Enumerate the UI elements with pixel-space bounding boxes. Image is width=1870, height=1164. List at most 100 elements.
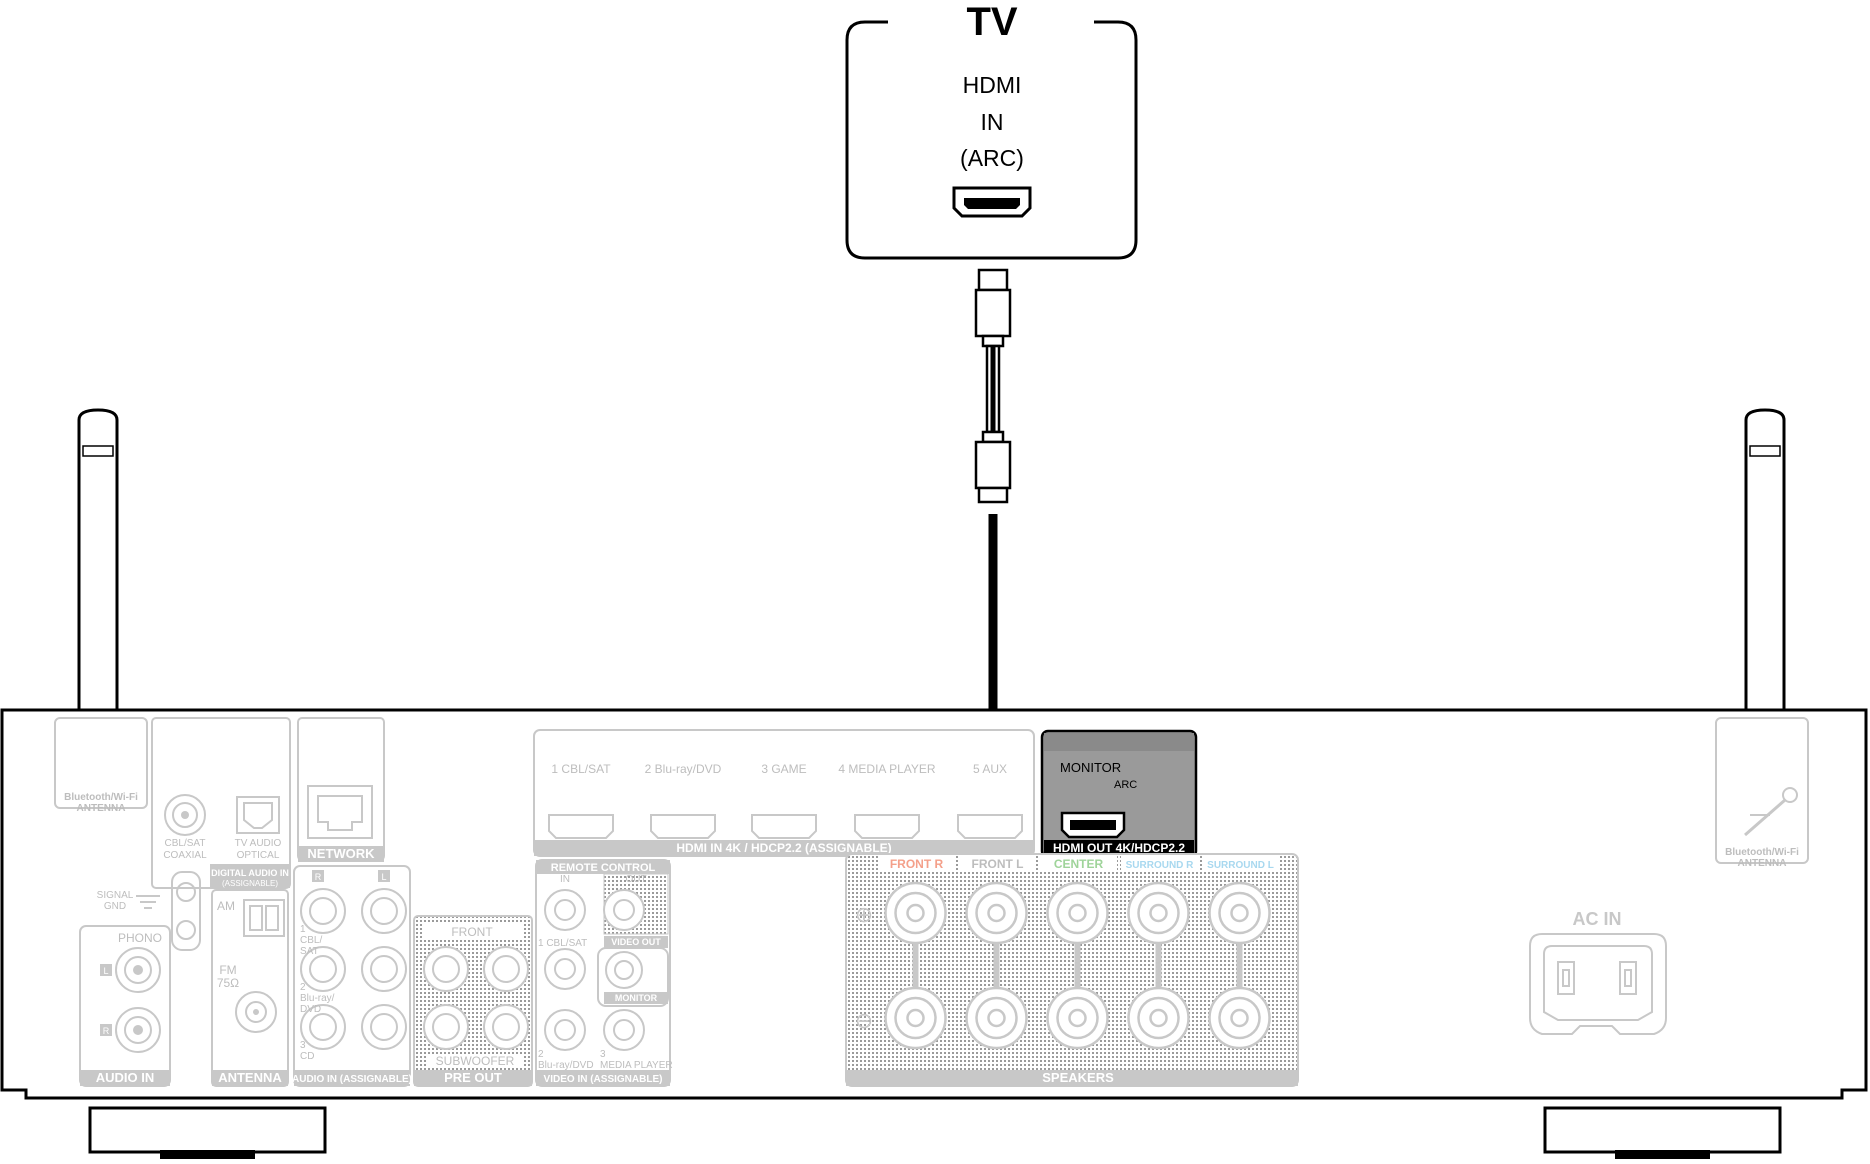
fm-antenna-jack bbox=[235, 991, 277, 1033]
audio-in-jacks bbox=[300, 888, 407, 1050]
speaker-channel-label-1: FRONT R bbox=[890, 857, 944, 871]
audio-in-assignable-label: AUDIO IN (ASSIGNABLE) bbox=[292, 1074, 412, 1085]
subwoofer-label: SUBWOOFER bbox=[436, 1054, 515, 1068]
audio-in-label: AUDIO IN bbox=[96, 1070, 155, 1085]
hdmi-in-section: 1 CBL/SAT 2 Blu-ray/DVD 3 GAME 4 MEDIA P… bbox=[533, 729, 1035, 857]
tv-title: TV bbox=[966, 0, 1017, 44]
phono-l-label: L bbox=[103, 966, 108, 976]
ground-icon bbox=[136, 895, 160, 909]
audio-in-r-label: R bbox=[315, 872, 322, 882]
network-label: NETWORK bbox=[307, 846, 375, 861]
speaker-terminal-3-plus bbox=[1046, 881, 1109, 945]
digital-audio-in-label: DIGITAL AUDIO IN bbox=[211, 868, 289, 878]
phono-label: PHONO bbox=[118, 931, 162, 945]
video-in-2-3-jacks bbox=[544, 1009, 645, 1051]
speaker-tag-bg-5 bbox=[1202, 856, 1279, 872]
tv-port-label-line1: HDMI bbox=[963, 72, 1022, 98]
phono-r-jack bbox=[115, 1007, 161, 1053]
speaker-tag-bg-1 bbox=[878, 856, 955, 872]
optical-jack bbox=[236, 796, 280, 834]
tv-hdmi-in-port bbox=[952, 186, 1032, 218]
coaxial-label-top: CBL/SAT bbox=[165, 838, 206, 849]
antenna-label: ANTENNA bbox=[218, 1070, 282, 1085]
ethernet-port bbox=[307, 785, 373, 839]
speaker-terminal-1-minus bbox=[884, 986, 947, 1050]
hdmi-in-port-label-5: 5 AUX bbox=[973, 762, 1007, 776]
hdmi-in-port-label-2: 2 Blu-ray/DVD bbox=[645, 762, 722, 776]
power-inlet-icon bbox=[1529, 933, 1667, 1035]
hdmi-out-arc-label: ARC bbox=[1114, 779, 1137, 791]
wifi-antenna-icon bbox=[1744, 787, 1798, 837]
speaker-terminal-5-plus bbox=[1208, 881, 1271, 945]
remote-in-label: IN bbox=[560, 874, 570, 885]
remote-jacks bbox=[544, 889, 645, 931]
hdmi-out-monitor-label: MONITOR bbox=[1060, 760, 1121, 775]
remote-video-section: REMOTE CONTROL IN OUT 1 CBL/SAT VIDEO OU… bbox=[535, 859, 673, 1087]
ac-in-label: AC IN bbox=[1573, 909, 1622, 929]
speaker-channel-label-4: SURROUND R bbox=[1126, 860, 1195, 871]
speaker-tag-bg-4 bbox=[1121, 856, 1198, 872]
hdmi-out-section: MONITOR ARC HDMI OUT 4K/HDCP2.2 bbox=[1040, 729, 1198, 859]
speakers-label: SPEAKERS bbox=[1042, 1070, 1114, 1085]
coaxial-jack bbox=[164, 794, 206, 836]
hdmi-in-ports bbox=[548, 814, 1023, 839]
remote-out-label: OUT bbox=[625, 874, 646, 885]
hdmi-in-port-label-3: 3 GAME bbox=[761, 762, 806, 776]
optical-label-top: TV AUDIO bbox=[235, 838, 282, 849]
monitor-video-out-jack: MONITOR bbox=[597, 947, 669, 1007]
hdmi-in-label: HDMI IN 4K / HDCP2.2 (ASSIGNABLE) bbox=[676, 841, 891, 855]
speaker-terminal-3-minus bbox=[1046, 986, 1109, 1050]
pre-out-section: FRONT SUBWOOFER PRE OUT bbox=[413, 915, 533, 1087]
hdmi-in-port-label-1: 1 CBL/SAT bbox=[551, 762, 611, 776]
video-in-1-jack bbox=[544, 948, 586, 990]
optical-label-bottom: OPTICAL bbox=[237, 850, 280, 861]
phono-l-jack bbox=[115, 947, 161, 993]
tv-device: TV HDMI IN (ARC) bbox=[845, 0, 1138, 260]
pre-out-label: PRE OUT bbox=[444, 1070, 502, 1085]
network-section: NETWORK bbox=[297, 717, 385, 862]
pre-out-front-label: FRONT bbox=[451, 925, 493, 939]
video-in-assignable-label: VIDEO IN (ASSIGNABLE) bbox=[544, 1074, 663, 1085]
remote-control-label: REMOTE CONTROL bbox=[551, 862, 656, 874]
video-in-1-label: 1 CBL/SAT bbox=[538, 938, 587, 949]
digital-assignable-label: (ASSIGNABLE) bbox=[222, 879, 278, 888]
digital-audio-in-section: CBL/SAT COAXIAL TV AUDIO OPTICAL DIGITAL… bbox=[151, 717, 291, 889]
monitor-label: MONITOR bbox=[615, 993, 658, 1003]
tv-port-label-line2: IN bbox=[981, 109, 1004, 135]
speaker-terminal-4-plus bbox=[1127, 881, 1190, 945]
speaker-terminal-2-plus bbox=[965, 881, 1028, 945]
hdmi-out-port bbox=[1060, 811, 1126, 839]
speaker-channel-label-5: SURROUND L bbox=[1207, 860, 1274, 871]
speaker-tag-bg-2 bbox=[959, 856, 1036, 872]
pre-out-jacks bbox=[423, 946, 529, 1050]
antenna-right bbox=[1744, 408, 1786, 720]
ac-in-section: AC IN bbox=[1529, 909, 1667, 1035]
phono-r-label: R bbox=[103, 1026, 110, 1036]
coaxial-label-bottom: COAXIAL bbox=[163, 850, 207, 861]
antenna-left bbox=[77, 408, 119, 720]
speaker-channel-label-2: FRONT L bbox=[972, 857, 1024, 871]
minus-icon: ⊖ bbox=[855, 1008, 873, 1033]
speaker-terminals bbox=[884, 881, 1271, 1050]
audio-in-l-label: L bbox=[381, 872, 386, 882]
tv-port-label-line3: (ARC) bbox=[960, 145, 1024, 171]
hdmi-in-port-label-4: 4 MEDIA PLAYER bbox=[838, 762, 935, 776]
speaker-terminal-2-minus bbox=[965, 986, 1028, 1050]
speaker-terminal-5-minus bbox=[1208, 986, 1271, 1050]
